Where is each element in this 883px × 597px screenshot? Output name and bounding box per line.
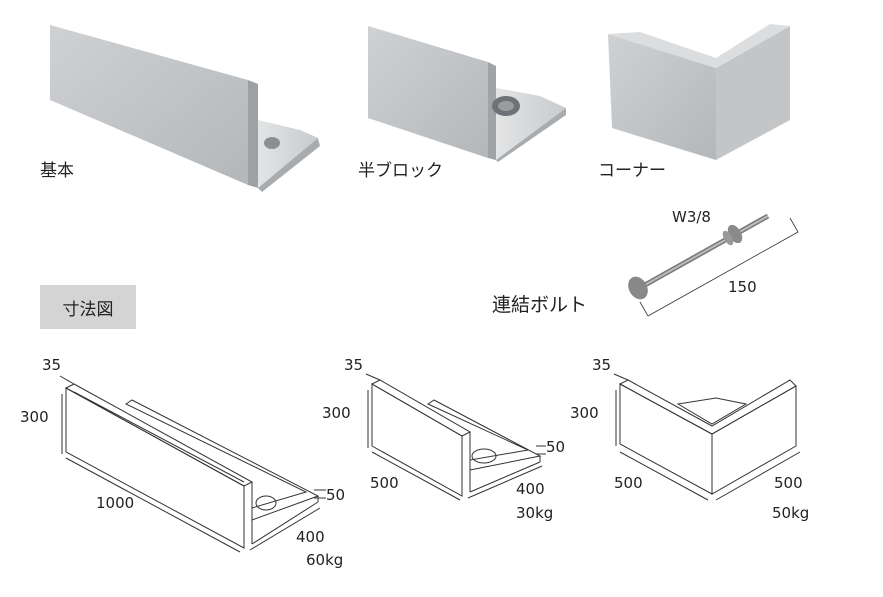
half-height: 300 <box>322 404 351 422</box>
corner-dimension-drawing <box>613 373 801 501</box>
corner-thickness: 35 <box>592 356 612 374</box>
corner-weight: 50kg <box>772 504 810 522</box>
basic-dimension-drawing <box>59 375 326 553</box>
corner-right-length: 500 <box>774 474 803 492</box>
basic-height: 300 <box>20 408 49 426</box>
half-dimension-drawing <box>365 373 546 501</box>
basic-base-thickness: 50 <box>326 486 346 504</box>
connector-bolt-drawing <box>628 213 799 317</box>
connector-bolt-label: 連結ボルト <box>492 294 588 316</box>
basic-weight: 60kg <box>306 551 344 569</box>
corner-height: 300 <box>570 404 599 422</box>
bolt-thread-label: W3/8 <box>672 208 711 226</box>
half-base-thickness: 50 <box>546 438 566 456</box>
half-depth: 400 <box>516 480 545 498</box>
basic-thickness: 35 <box>42 356 62 374</box>
half-length: 500 <box>370 474 399 492</box>
half-thickness: 35 <box>344 356 364 374</box>
basic-length: 1000 <box>96 494 135 512</box>
bolt-length-label: 150 <box>728 278 757 296</box>
basic-block-photo <box>50 25 320 192</box>
basic-label: 基本 <box>40 161 74 181</box>
basic-depth: 400 <box>296 528 325 546</box>
dimension-diagram-heading: 寸法図 <box>40 285 136 329</box>
corner-block-photo <box>608 24 790 160</box>
half-block-label: 半ブロック <box>358 161 443 181</box>
half-block-photo <box>368 26 566 162</box>
corner-left-length: 500 <box>614 474 643 492</box>
corner-label: コーナー <box>598 161 666 181</box>
half-weight: 30kg <box>516 504 554 522</box>
